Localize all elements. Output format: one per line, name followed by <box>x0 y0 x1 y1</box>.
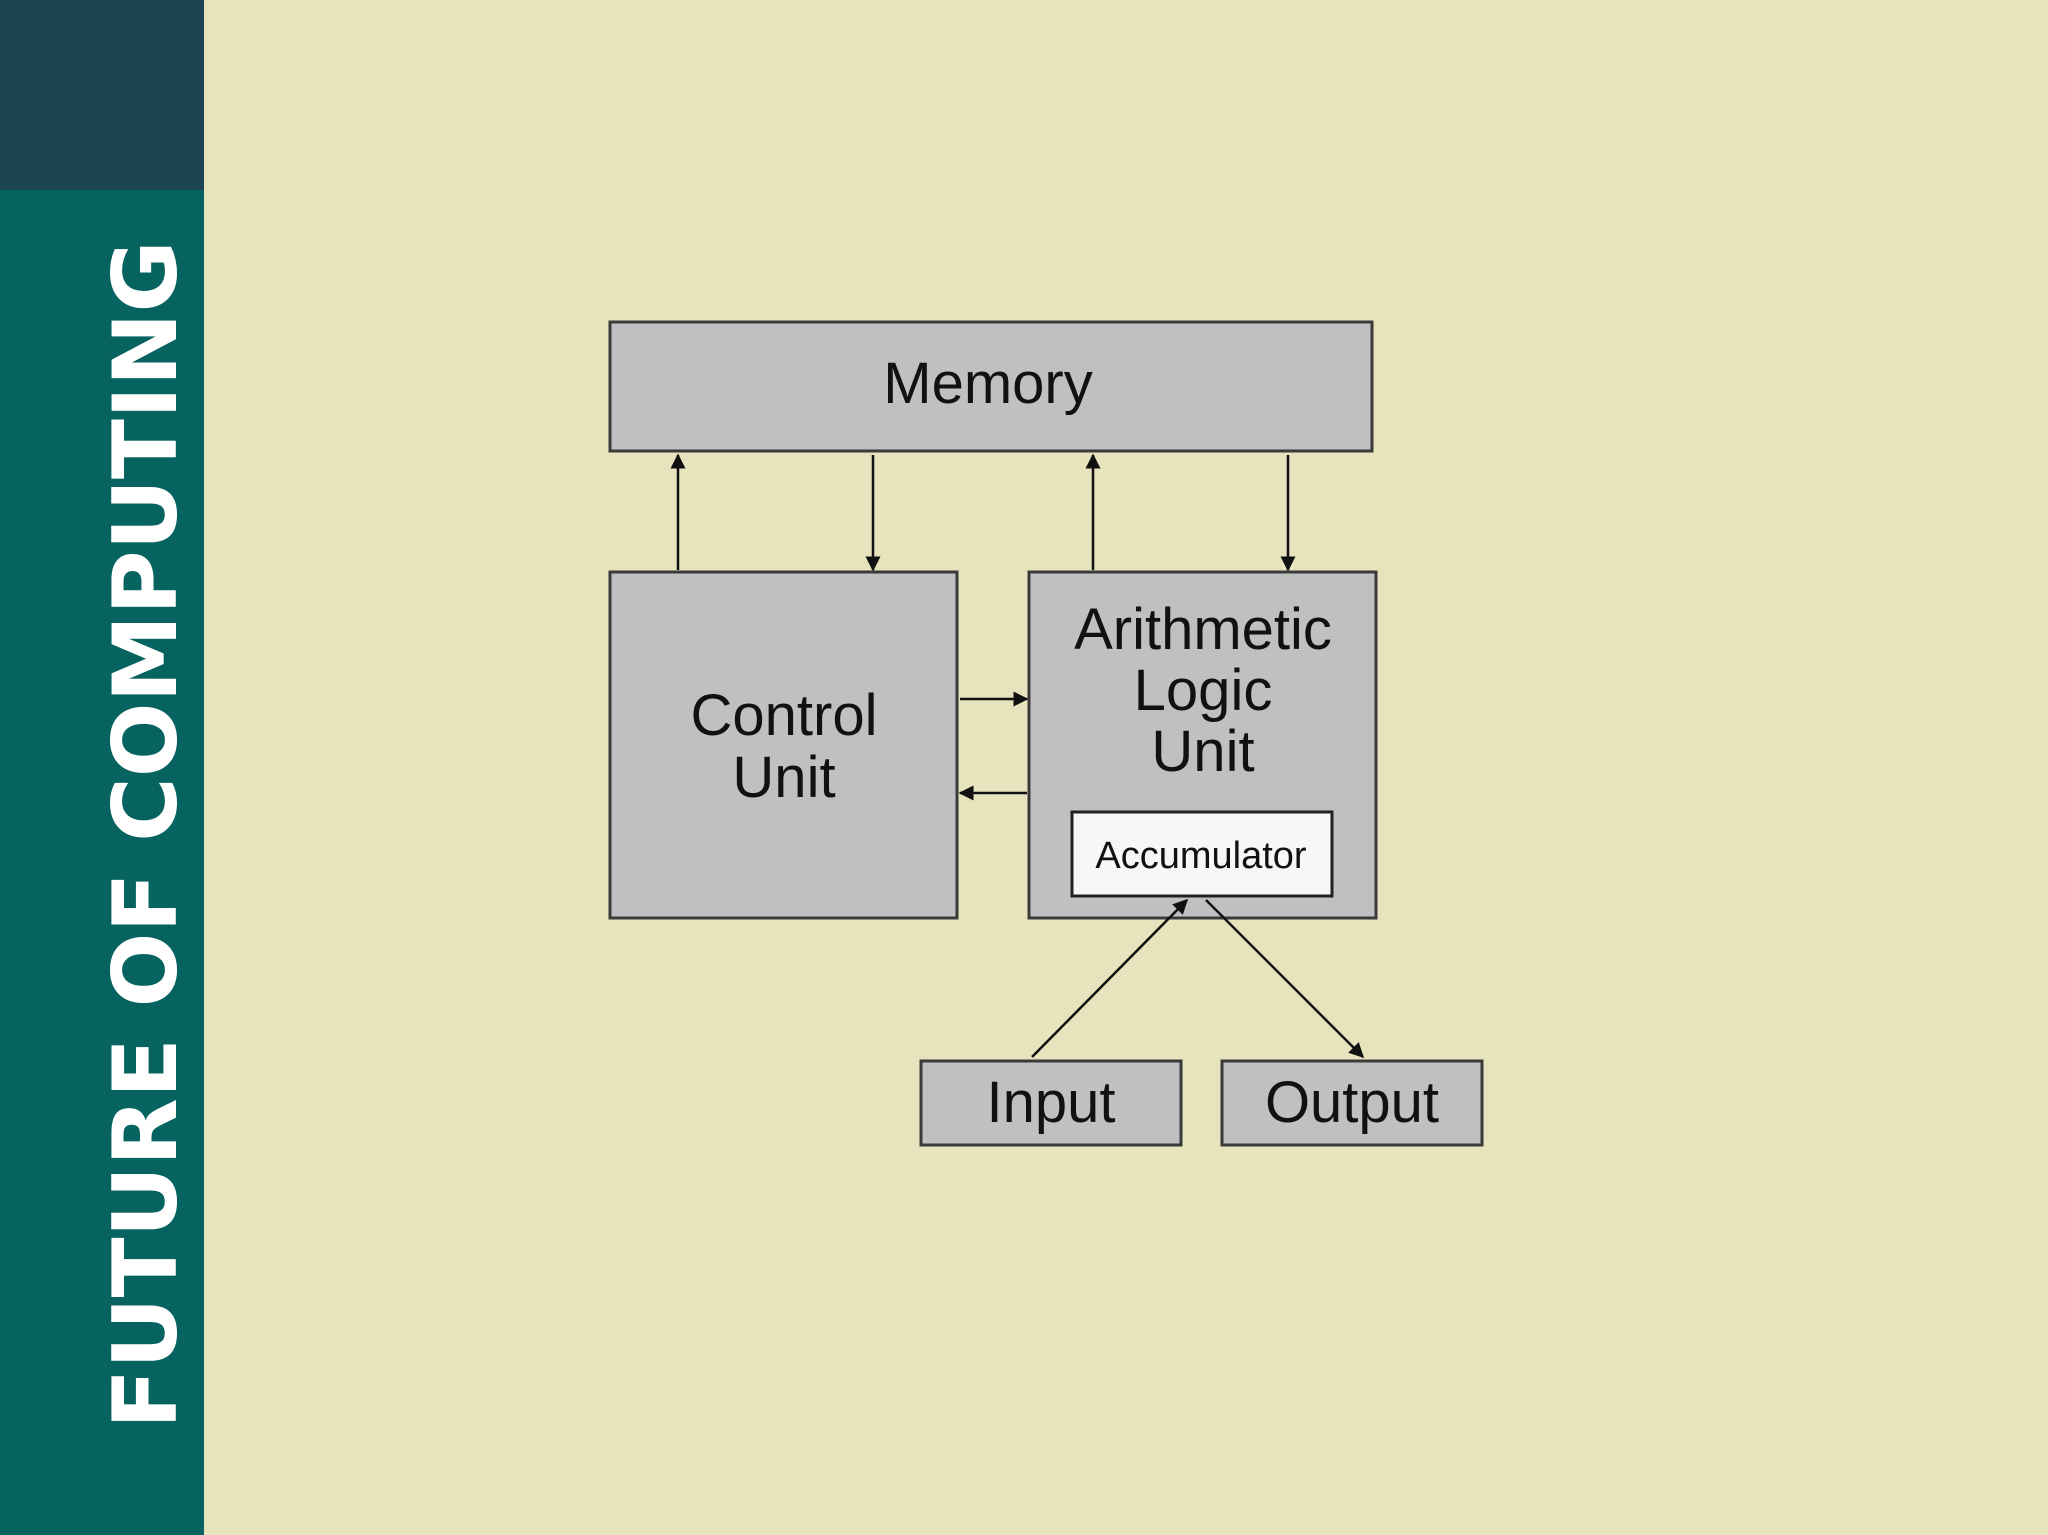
input-box <box>919 1059 1183 1147</box>
input-label: Input <box>987 1070 1116 1135</box>
control-unit-label-line2: Unit <box>732 745 835 810</box>
memory-node: Memory <box>608 320 1374 453</box>
memory-label: Memory <box>883 351 1092 416</box>
alu-node: Arithmetic Logic Unit Accumulator <box>1027 570 1378 920</box>
alu-label-line2: Logic <box>1134 658 1273 723</box>
control-unit-node: Control Unit <box>608 570 959 920</box>
alu-label-line3: Unit <box>1151 719 1254 784</box>
output-label: Output <box>1265 1070 1439 1135</box>
input-node: Input <box>919 1059 1183 1147</box>
arrow-input-to-accumulator <box>1031 898 1189 1058</box>
memory-box <box>608 320 1374 453</box>
arrow-accumulator-to-output <box>1205 899 1365 1059</box>
control-unit-label-line1: Control <box>691 683 878 748</box>
sidebar <box>0 190 204 1535</box>
control-unit-box <box>608 570 959 920</box>
accumulator-box <box>1070 810 1334 898</box>
output-box <box>1220 1059 1484 1147</box>
sidebar-header-block <box>0 0 204 190</box>
accumulator-label: Accumulator <box>1095 835 1307 877</box>
output-node: Output <box>1220 1059 1484 1147</box>
alu-label-line1: Arithmetic <box>1074 597 1332 662</box>
